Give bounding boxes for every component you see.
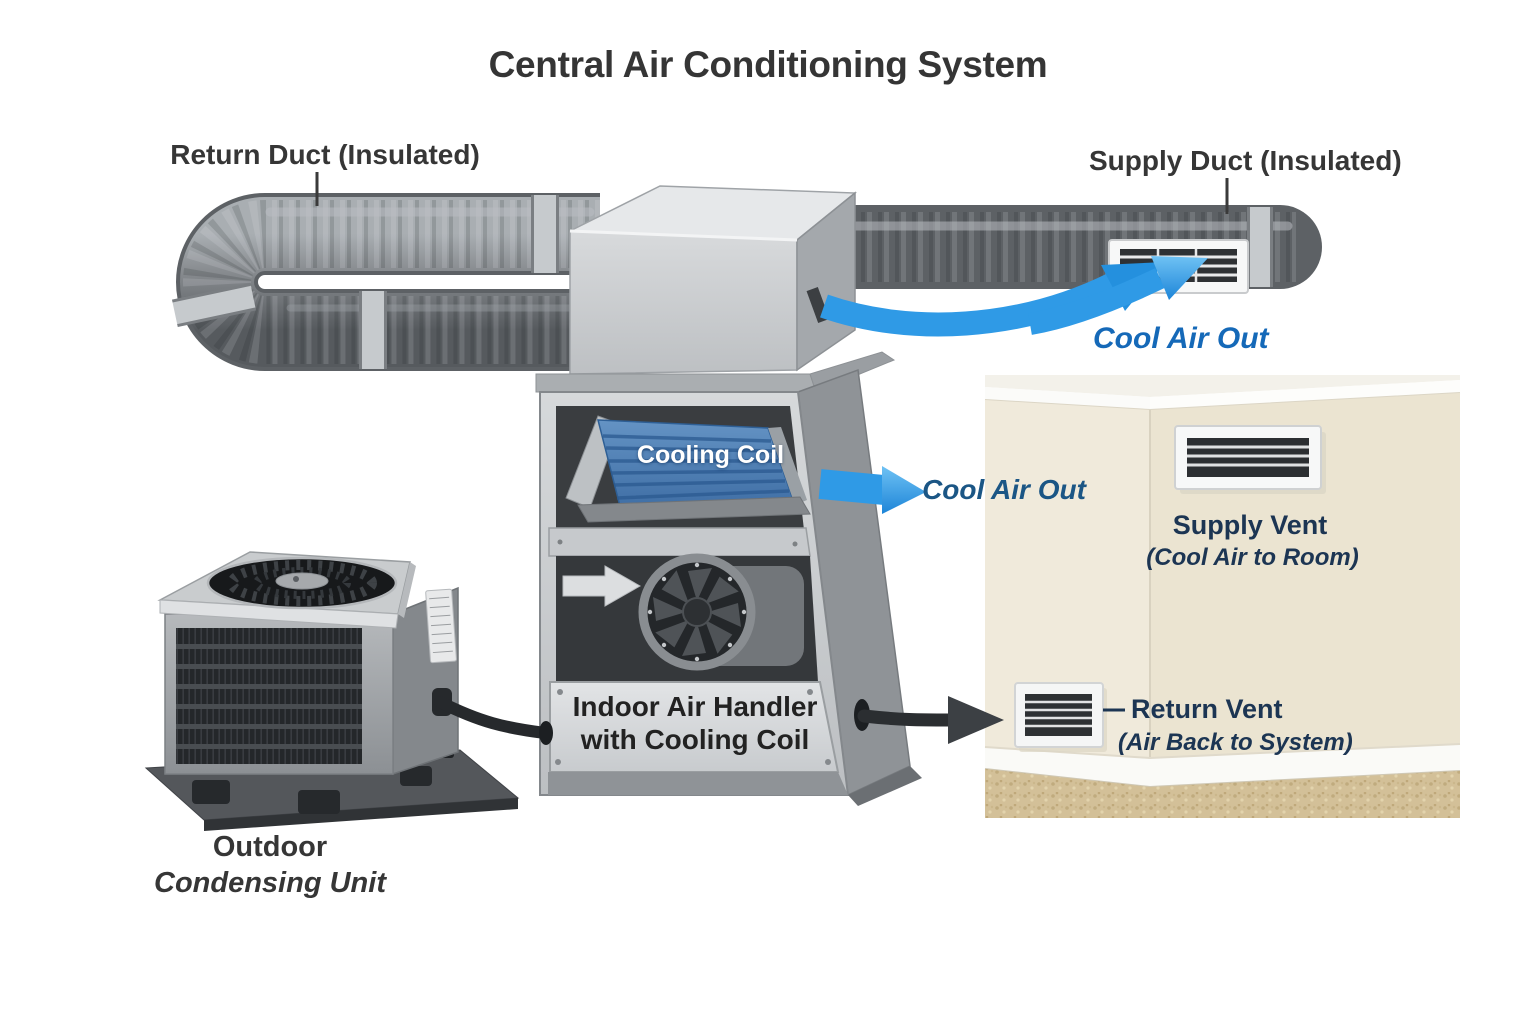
refrigerant-line xyxy=(432,688,553,745)
duct-coupling-band xyxy=(171,195,559,369)
indoor-air-handler-label: Indoor Air Handler with Cooling Coil xyxy=(545,690,845,756)
leader-lines xyxy=(315,172,1229,712)
indoor-air-handler xyxy=(539,368,922,806)
return-duct xyxy=(171,193,600,371)
supply-duct-label: Supply Duct (Insulated) xyxy=(1089,145,1402,176)
condenser-grille xyxy=(176,628,362,764)
supply-vent-sublabel: (Cool Air to Room) xyxy=(1146,544,1359,571)
cool-air-out-vent-label: Cool Air Out xyxy=(1093,322,1269,355)
room-photo xyxy=(984,375,1461,818)
return-vent-grille xyxy=(1014,682,1107,752)
indoor-air-handler-label-line1: Indoor Air Handler xyxy=(572,691,818,722)
spec-label-sticker xyxy=(425,588,457,664)
return-air-line xyxy=(854,696,1004,744)
supply-vent-grille xyxy=(1174,425,1326,494)
outdoor-unit-label-line2: Condensing Unit xyxy=(154,867,386,899)
condenser-fan xyxy=(206,556,398,610)
blower-fan xyxy=(556,553,818,682)
cool-air-straight-arrow-icon xyxy=(818,466,926,514)
return-air-arrow-icon xyxy=(948,696,1004,744)
page-title: Central Air Conditioning System xyxy=(488,44,1048,85)
cooling-coil-label: Cooling Coil xyxy=(636,441,785,469)
plenum-box xyxy=(569,185,858,375)
cool-air-swoosh-arrow-icon xyxy=(820,256,1208,337)
blower-airflow-arrow-icon xyxy=(562,565,642,607)
cool-air-out-handler-label: Cool Air Out xyxy=(922,474,1086,505)
outdoor-condensing-unit xyxy=(144,551,520,831)
outdoor-unit-label-line1: Outdoor xyxy=(212,831,328,863)
cooling-coil xyxy=(556,406,811,530)
indoor-air-handler-label-line2: with Cooling Coil xyxy=(580,724,810,755)
return-duct-label: Return Duct (Insulated) xyxy=(170,139,480,170)
supply-vent-label: Supply Vent xyxy=(1172,510,1328,540)
return-vent-label: Return Vent xyxy=(1131,694,1283,724)
fan-ring-bolts xyxy=(647,562,747,662)
return-vent-sublabel: (Air Back to System) xyxy=(1118,729,1353,756)
